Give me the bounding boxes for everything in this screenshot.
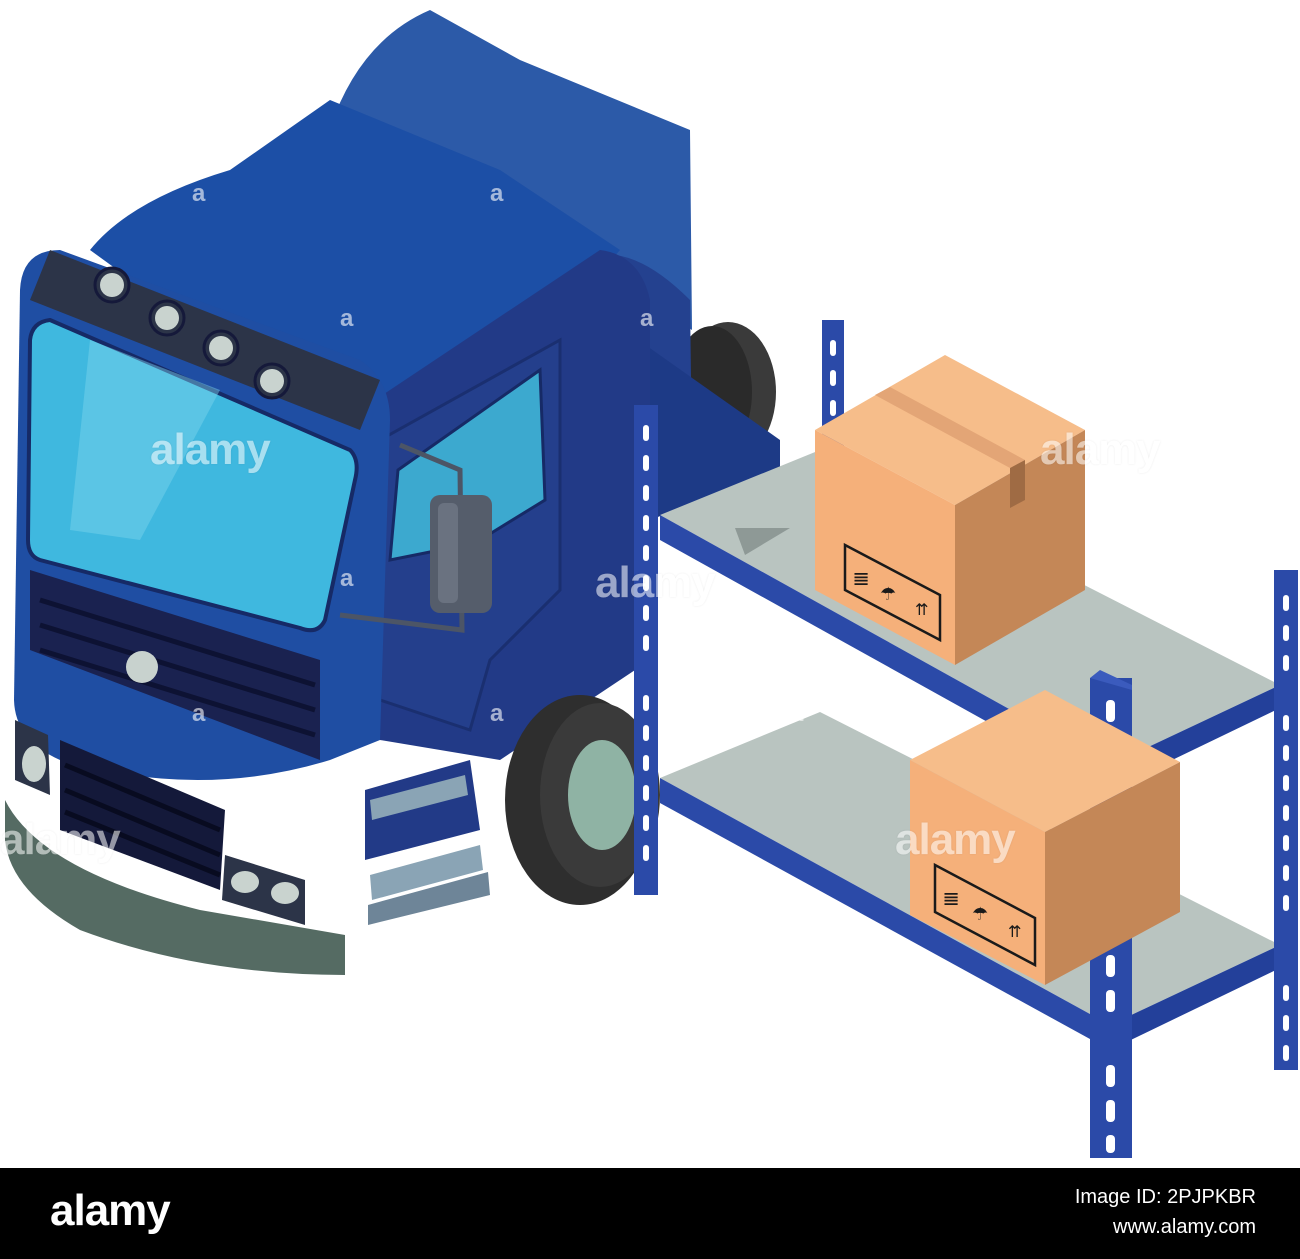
watermark-mark: a: [340, 305, 354, 332]
watermark-mark: a: [340, 565, 354, 592]
footer-bar: alamy Image ID: 2PJPKBR www.alamy.com: [0, 1168, 1300, 1259]
watermark: alamy: [0, 815, 121, 864]
watermark-mark: a: [490, 955, 504, 982]
cardboard-box-bottom: 𝌆 ☂ ⇈: [910, 690, 1180, 985]
watermark-mark: a: [790, 955, 804, 982]
watermark-mark: a: [790, 700, 804, 727]
watermark-mark: a: [192, 955, 206, 982]
watermark-mark: a: [192, 180, 206, 207]
bumper: [5, 800, 345, 975]
headlights: [15, 720, 305, 925]
handling-symbols: [843, 542, 942, 643]
watermark-mark: a: [640, 1080, 654, 1107]
front-wheel: [505, 695, 660, 905]
keep-dry-umbrella-icon: ☂: [972, 904, 988, 925]
watermark: alamy: [595, 558, 716, 607]
watermark-mark: a: [640, 305, 654, 332]
site-link[interactable]: www.alamy.com: [1113, 1216, 1256, 1238]
image-id: Image ID: 2PJPKBR: [1074, 1186, 1256, 1208]
watermark-mark: a: [490, 700, 504, 727]
keep-dry-umbrella-icon: ☂: [880, 584, 896, 605]
this-way-up-arrows-icon: ⇈: [1008, 922, 1021, 941]
truck: [5, 10, 780, 975]
watermark: alamy: [1040, 425, 1161, 474]
this-way-up-arrows-icon: ⇈: [915, 600, 928, 619]
watermark-mark: a: [192, 700, 206, 727]
watermark-mark: a: [940, 305, 954, 332]
side-mirror: [339, 442, 492, 633]
truck-and-shelf-illustration: 𝌆 ☂ ⇈ 𝌆 ☂ ⇈: [5, 10, 1298, 1158]
fragile-glass-icon: 𝌆: [853, 569, 869, 590]
cab-steps: [365, 760, 490, 925]
watermark: alamy: [895, 815, 1016, 864]
footer-logo[interactable]: alamy: [50, 1186, 171, 1235]
windshield: [25, 317, 359, 633]
watermark-mark: a: [940, 1080, 954, 1107]
watermark-mark: a: [340, 825, 354, 852]
watermark-mark: a: [490, 180, 504, 207]
fragile-glass-icon: 𝌆: [943, 889, 959, 910]
watermark: alamy: [150, 425, 271, 474]
front-emblem: [126, 651, 158, 683]
roof-lights: [93, 266, 291, 400]
footer-meta: Image ID: 2PJPKBR www.alamy.com: [1075, 1182, 1256, 1242]
cardboard-box-top: 𝌆 ☂ ⇈: [815, 355, 1085, 665]
